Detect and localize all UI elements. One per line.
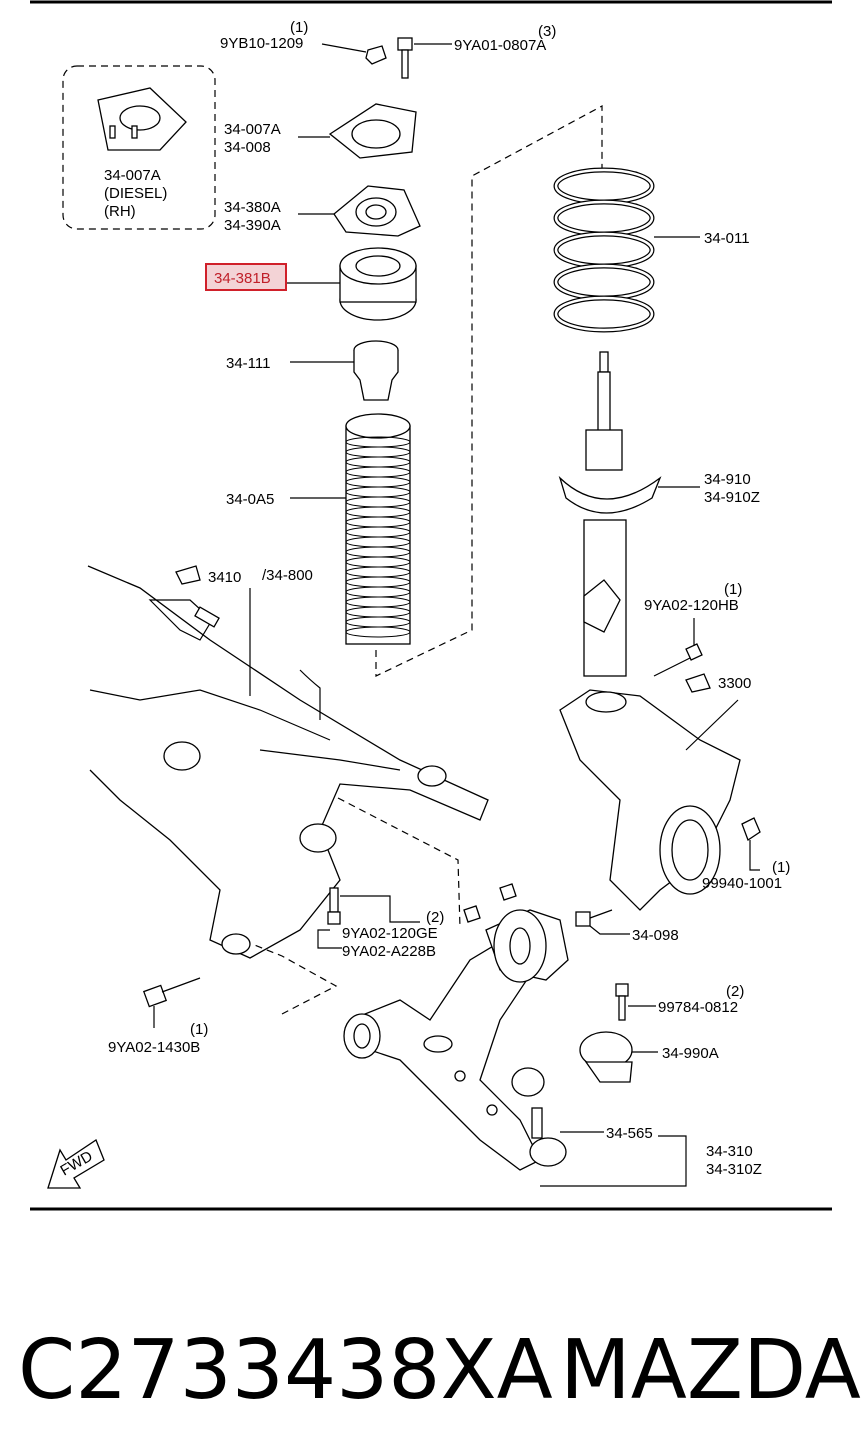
balljoint-bolt-part	[575, 909, 630, 935]
ball-joint-part	[511, 1067, 604, 1167]
spring-coil-inner	[554, 168, 654, 204]
dust-boot-label: 34-0A5	[226, 491, 274, 508]
coil-spring-label: 34-011	[704, 230, 750, 247]
diesel-note-label: (DIESEL)	[104, 185, 167, 202]
alignment-dashline-1	[375, 104, 603, 677]
arm-bolt-part	[317, 887, 420, 949]
alignment-dashline-2	[337, 797, 461, 929]
top-nut-qty: (1)	[290, 19, 308, 36]
bushing-label: 34-990A	[662, 1045, 719, 1062]
knuckle-ref-icon	[685, 673, 711, 693]
top-nut-part	[321, 43, 387, 65]
knuckle-nut-part	[741, 817, 761, 871]
mount-plate-label-b: 34-008	[224, 139, 271, 156]
subframe-ref-label[interactable]: 3410	[208, 569, 241, 586]
knuckle-part	[559, 689, 741, 911]
part-number-title: C2733438XA	[18, 1323, 553, 1418]
bump-stop-part	[290, 340, 399, 401]
strut-label-b: 34-910Z	[704, 489, 760, 506]
top-nut-label: 9YB10-1209	[220, 35, 303, 52]
fwd-arrow-icon: FWD	[47, 1139, 105, 1189]
strut-bolt-qty: (1)	[724, 581, 742, 598]
subframe-part	[87, 565, 489, 959]
mount-plate-label-a: 34-007A	[224, 121, 281, 138]
bump-stop-label: 34-111	[226, 355, 270, 372]
diesel-side-label: (RH)	[104, 203, 136, 220]
knuckle-nut-label: 99940-1001	[702, 875, 782, 892]
top-bolt-label: 9YA01-0807A	[454, 37, 546, 54]
alignment-dashline-3	[251, 943, 338, 1015]
subframe-ref-suffix: /34-800	[262, 567, 313, 584]
highlight-box	[205, 263, 287, 291]
bearing-part	[286, 247, 417, 321]
upper-mount-label-a: 34-380A	[224, 199, 281, 216]
coil-spring-part	[553, 167, 700, 333]
mount-plate-part	[298, 103, 417, 159]
knuckle-nut-qty: (1)	[772, 859, 790, 876]
diesel-plate-label: 34-007A	[104, 167, 161, 184]
balljoint-bolt-label: 34-098	[632, 927, 679, 944]
strut-bolt-label: 9YA02-120HB	[644, 597, 739, 614]
spring-coil-inner	[554, 264, 654, 300]
strut-label-a: 34-910	[704, 471, 751, 488]
ball-joint-label: 34-565	[606, 1125, 653, 1142]
spring-coil-inner	[554, 296, 654, 332]
knuckle-ref-label[interactable]: 3300	[718, 675, 751, 692]
upper-mount-label-b: 34-390A	[224, 217, 281, 234]
bushing-part	[579, 983, 658, 1083]
lower-arm-bracket	[540, 1135, 687, 1187]
dust-boot-part	[290, 413, 411, 645]
diesel-inset	[62, 65, 216, 230]
upper-mount-part	[298, 185, 421, 237]
arm-bolt-label-b: 9YA02-A228B	[342, 943, 436, 960]
arm-bolt-qty: (2)	[426, 909, 444, 926]
rear-bolt-label: 9YA02-1430B	[108, 1039, 200, 1056]
strut-part	[558, 351, 700, 677]
subframe-ref-icon	[175, 565, 201, 585]
rear-bolt-part	[142, 977, 201, 1028]
lower-arm-label-b: 34-310Z	[706, 1161, 762, 1178]
bearing-label[interactable]: 34-381B	[214, 270, 271, 287]
top-bolt-part	[397, 37, 452, 79]
lower-arm-label-a: 34-310	[706, 1143, 753, 1160]
arm-bolt-label-a: 9YA02-120GE	[342, 925, 438, 942]
lower-arm-part	[343, 883, 569, 1171]
strut-bolt-part	[653, 618, 703, 677]
boot-ring	[345, 626, 411, 638]
brand-title: MAZDA	[560, 1323, 861, 1418]
bushing-bolt-label: 99784-0812	[658, 999, 738, 1016]
spring-coil-inner	[554, 200, 654, 236]
spring-coil-inner	[554, 232, 654, 268]
bushing-bolt-qty: (2)	[726, 983, 744, 1000]
top-bolt-qty: (3)	[538, 23, 556, 40]
rear-bolt-qty: (1)	[190, 1021, 208, 1038]
